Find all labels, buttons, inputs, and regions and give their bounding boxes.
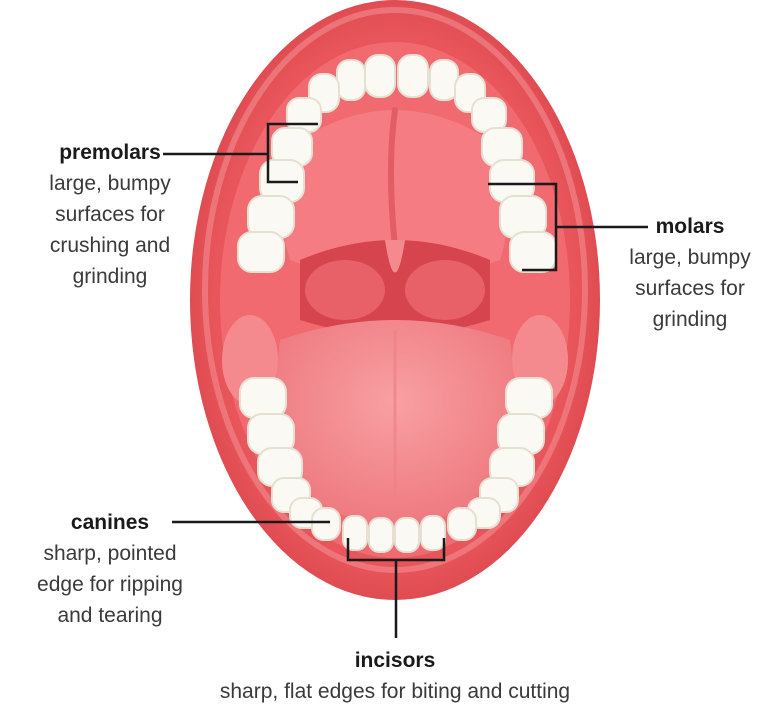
molars-label: molars large, bumpy surfaces for grindin… bbox=[615, 211, 765, 335]
lower-molar bbox=[506, 378, 552, 418]
premolars-description: large, bumpy surfaces for crushing and g… bbox=[10, 168, 210, 292]
lower-incisor bbox=[395, 518, 419, 552]
lower-incisor bbox=[421, 516, 445, 550]
molars-title: molars bbox=[615, 211, 765, 242]
lower-incisor bbox=[343, 516, 367, 550]
incisors-description: sharp, flat edges for biting and cutting bbox=[130, 676, 660, 707]
lower-incisor bbox=[369, 518, 393, 552]
upper-incisor bbox=[398, 55, 428, 97]
premolars-title: premolars bbox=[10, 137, 210, 168]
canines-title: canines bbox=[10, 507, 210, 538]
incisors-label: incisors sharp, flat edges for biting an… bbox=[130, 645, 660, 707]
canines-description: sharp, pointed edge for ripping and tear… bbox=[10, 538, 210, 631]
premolars-label: premolars large, bumpy surfaces for crus… bbox=[10, 137, 210, 292]
tonsil-right bbox=[405, 260, 485, 320]
upper-molar bbox=[510, 232, 556, 272]
upper-incisor bbox=[365, 55, 395, 97]
lower-canine bbox=[312, 508, 340, 540]
tonsil-left bbox=[305, 260, 385, 320]
upper-incisor bbox=[337, 60, 365, 100]
molars-description: large, bumpy surfaces for grinding bbox=[615, 242, 765, 335]
incisors-title: incisors bbox=[130, 645, 660, 676]
upper-premolar bbox=[472, 98, 506, 132]
upper-molar bbox=[238, 232, 284, 272]
canines-label: canines sharp, pointed edge for ripping … bbox=[10, 507, 210, 631]
lower-canine bbox=[448, 508, 476, 540]
upper-premolar bbox=[287, 98, 321, 132]
lower-molar bbox=[240, 378, 286, 418]
upper-incisor bbox=[430, 60, 458, 100]
